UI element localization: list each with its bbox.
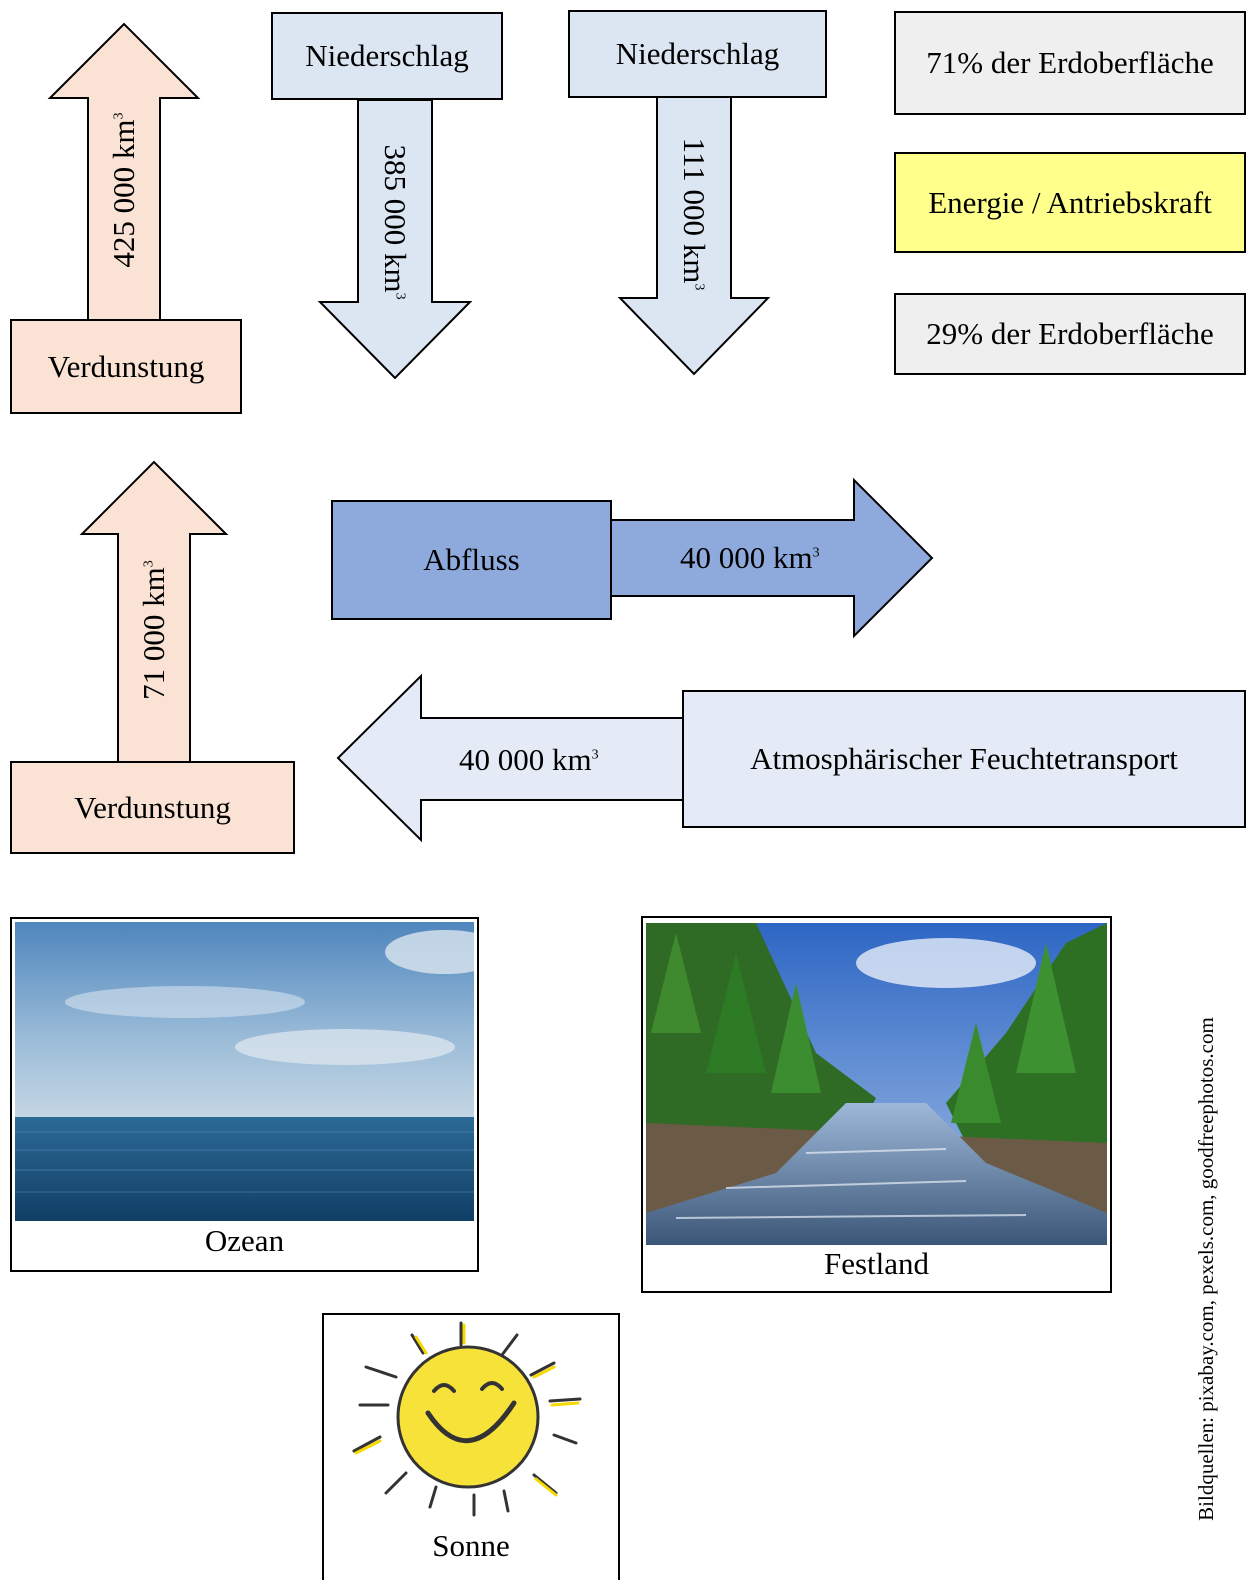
precip-land-amount: 111 000 km3 [677,137,712,291]
precip-ocean-arrow [317,99,473,380]
precip-land-box: Niederschlag [568,10,827,98]
runoff-amount: 40 000 km3 [680,540,820,575]
sun-caption: Sonne [432,1528,510,1563]
ocean-image [15,922,474,1221]
land-share-box: 29% der Erdoberfläche [894,293,1246,375]
moisture-transport-box: Atmosphärischer Feuchtetransport [682,690,1246,828]
precip-ocean-amount: 385 000 km3 [378,144,413,300]
ocean-caption: Ozean [204,1223,285,1258]
sun-icon [352,1321,582,1517]
runoff-box: Abfluss [331,500,612,620]
ocean-share-box: 71% der Erdoberfläche [894,11,1246,115]
evap-land-arrow [79,460,229,763]
land-card: Festland [641,916,1112,1293]
evap-ocean-amount: 425 000 km3 [106,112,141,268]
evap-land-amount: 71 000 km3 [136,560,171,700]
moisture-transport-amount: 40 000 km3 [459,742,599,777]
evap-ocean-label: Verdunstung [47,348,205,384]
precip-land-arrow [617,96,771,376]
precip-land-label: Niederschlag [615,36,780,71]
runoff-label: Abfluss [423,542,520,577]
precip-ocean-box: Niederschlag [271,12,503,100]
land-image [646,923,1107,1245]
evap-land-label: Verdunstung [74,789,231,825]
moisture-transport-label: Atmosphärischer Feuchtetransport [750,741,1178,776]
ocean-card: Ozean [10,917,479,1272]
evap-land-box: Verdunstung [10,761,295,854]
evap-ocean-arrow [47,22,201,321]
sun-card: Sonne [322,1313,620,1580]
precip-ocean-label: Niederschlag [305,38,469,73]
moisture-transport-arrow [336,673,685,843]
image-credit: Bildquellen: pixabay.com, pexels.com, go… [1194,1017,1218,1521]
energy-box: Energie / Antriebskraft [894,152,1246,253]
evap-ocean-box: Verdunstung [10,319,242,414]
runoff-arrow [609,477,934,639]
land-caption: Festland [823,1246,930,1281]
